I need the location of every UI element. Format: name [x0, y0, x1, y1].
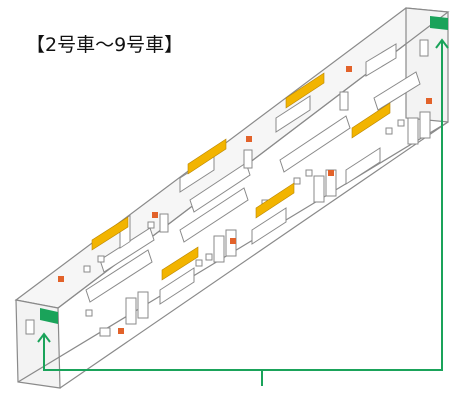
- front-door-display: [40, 308, 58, 324]
- door: [213, 235, 225, 263]
- window: [345, 147, 381, 185]
- wall-marker: [397, 119, 405, 127]
- wall-marker: [195, 259, 203, 267]
- display: [426, 98, 432, 104]
- window: [275, 95, 311, 133]
- end-window: [25, 319, 35, 335]
- display: [346, 66, 352, 72]
- wall-marker: [205, 253, 213, 261]
- door: [243, 149, 253, 169]
- window: [159, 267, 195, 305]
- far-wall-details: [25, 39, 431, 337]
- display: [328, 170, 334, 176]
- wall-marker: [147, 221, 155, 229]
- seat-bench: [373, 71, 421, 111]
- display: [230, 238, 236, 244]
- seat-bench: [279, 115, 351, 173]
- pointer-lines: [43, 42, 443, 386]
- display: [246, 136, 252, 142]
- up-arrow-icon: [435, 38, 449, 52]
- ad-panel: [255, 182, 295, 219]
- display: [58, 276, 64, 282]
- up-arrow-icon: [37, 332, 51, 348]
- display: [118, 328, 124, 334]
- diagram-title: 【2号車〜9号車】: [26, 34, 184, 56]
- ad-panels: [91, 72, 391, 281]
- wall-marker: [83, 265, 91, 273]
- seat-bench: [85, 249, 153, 303]
- car-floor-front: [59, 121, 449, 389]
- door: [125, 297, 137, 325]
- window: [365, 43, 397, 77]
- wall-marker: [305, 169, 313, 177]
- ad-panel: [187, 138, 227, 175]
- end-window: [419, 39, 429, 57]
- wall-marker: [97, 255, 105, 263]
- displays: [58, 66, 432, 334]
- pointer-line: [43, 42, 443, 371]
- window: [251, 207, 287, 245]
- wall-marker: [99, 327, 111, 337]
- ad-panel: [351, 102, 391, 139]
- ad-panel: [91, 216, 129, 251]
- door: [159, 213, 169, 233]
- ad-panel: [161, 246, 199, 281]
- ad-panel: [285, 72, 325, 109]
- wall-marker: [85, 309, 93, 317]
- door: [137, 291, 149, 319]
- door: [339, 91, 349, 111]
- rear-door-display: [430, 16, 448, 30]
- display: [152, 212, 158, 218]
- door: [419, 111, 431, 139]
- wall-marker: [293, 177, 301, 185]
- seat-bench: [179, 187, 249, 243]
- indicators: [40, 16, 448, 324]
- seat-bench: [189, 162, 251, 213]
- wall-marker: [385, 127, 393, 135]
- seat-bench: [99, 227, 155, 273]
- door: [407, 117, 419, 145]
- door: [313, 175, 325, 203]
